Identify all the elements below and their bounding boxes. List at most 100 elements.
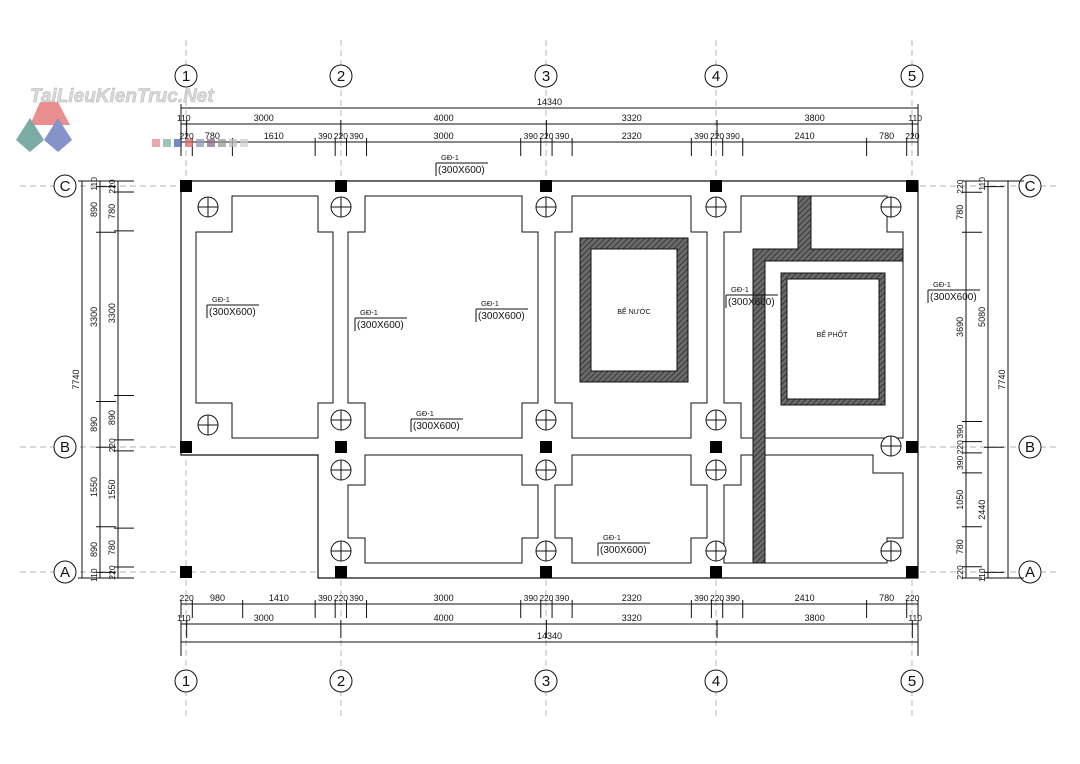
dimension-value: 390	[524, 131, 538, 141]
dimension-value: 3000	[434, 131, 454, 141]
dimension-value: 1550	[89, 477, 99, 497]
dimension-value: 780	[955, 539, 965, 554]
dimension-value: 220	[539, 131, 553, 141]
dimension-value: 890	[89, 417, 99, 432]
dimension-value: 980	[210, 593, 225, 603]
grid-bubble-label: 1	[182, 673, 190, 690]
beam-size: (300X600)	[600, 545, 647, 556]
beam-size: (300X600)	[728, 297, 775, 308]
dimension-value: 3800	[805, 113, 825, 123]
grid-bubble-label: B	[60, 439, 70, 456]
dimension-value: 3000	[434, 593, 454, 603]
dimension-value: 110	[89, 568, 99, 582]
column-square	[906, 441, 918, 453]
grid-bubble-label: 5	[908, 68, 916, 85]
dimension-value: 4000	[434, 113, 454, 123]
dimension-value: 390	[694, 131, 708, 141]
dimension-value: 5080	[977, 307, 987, 327]
dimension-value: 390	[318, 131, 332, 141]
dimension-value: 780	[879, 593, 894, 603]
dimension-value: 220	[180, 593, 194, 603]
column-square	[906, 180, 918, 192]
grid-bubble-label: A	[60, 564, 70, 581]
column-square	[540, 441, 552, 453]
dimension-value: 2320	[622, 131, 642, 141]
column-square	[180, 566, 192, 578]
dimension-value: 3300	[89, 307, 99, 327]
column-square	[180, 180, 192, 192]
beam-size: (300X600)	[438, 165, 485, 176]
dimension-value: 3690	[955, 317, 965, 337]
grid-bubble-circle	[174, 64, 198, 88]
pile-symbol	[535, 540, 557, 562]
dimension-value: 390	[349, 593, 363, 603]
grid-bubble-label: 4	[712, 68, 720, 85]
dimension-value: 3320	[622, 113, 642, 123]
dimension-value: 110	[977, 177, 987, 191]
slab-panel-c-b-1-2	[195, 195, 334, 439]
dimension-value: 780	[879, 131, 894, 141]
grid-bubble-label: 3	[542, 673, 550, 690]
dimension-value: 780	[205, 131, 220, 141]
watermark-swatch	[152, 139, 160, 147]
dimension-value: 780	[955, 205, 965, 220]
grid-bubble-label: A	[1025, 564, 1035, 581]
watermark-swatch	[207, 139, 215, 147]
pile-symbol	[330, 540, 352, 562]
grid-bubble-circle	[534, 64, 558, 88]
grid-bubble-circle	[704, 669, 728, 693]
watermark-triangle	[44, 118, 72, 152]
watermark-swatch	[240, 139, 248, 147]
dimension-value: 390	[955, 455, 965, 469]
pile-symbol	[880, 540, 902, 562]
dimension-value: 3300	[107, 303, 117, 323]
dimension-value: 390	[349, 131, 363, 141]
grid-bubble-label: B	[1025, 439, 1035, 456]
dimension-value: 220	[107, 179, 117, 193]
beam-name: GĐ-1	[603, 533, 621, 542]
column-square	[906, 566, 918, 578]
dimension-value: 3800	[805, 613, 825, 623]
dimension-value: 390	[555, 131, 569, 141]
grid-bubble-right-A: A	[1018, 560, 1042, 584]
beam-size: (300X600)	[930, 292, 977, 303]
slab-panel-c-b-2-3	[347, 195, 539, 439]
dimension-value: 780	[107, 540, 117, 555]
beam-name: GĐ-1	[212, 295, 230, 304]
pile-symbol	[330, 196, 352, 218]
dimension-value: 220	[334, 131, 348, 141]
dimension-value: 1550	[107, 479, 117, 499]
beam-size: (300X600)	[209, 307, 256, 318]
grid-bubble-label: C	[1025, 178, 1036, 195]
grid-bubble-bottom-5: 5	[900, 669, 924, 693]
beam-label-gd1: GĐ-1(300X600)	[438, 153, 485, 176]
beam-size: (300X600)	[413, 421, 460, 432]
dimension-value: 3000	[254, 113, 274, 123]
dimension-value: 1050	[955, 490, 965, 510]
watermark-swatch	[218, 139, 226, 147]
column-square	[710, 566, 722, 578]
dimension-value: 2320	[622, 593, 642, 603]
watermark-triangle	[16, 118, 44, 152]
grid-bubble-circle	[1018, 174, 1042, 198]
dimension-value: 390	[726, 593, 740, 603]
septic-tank-interior	[786, 278, 880, 400]
dimension-value: 390	[524, 593, 538, 603]
dimension-value: 890	[89, 202, 99, 217]
grid-bubble-circle	[53, 174, 77, 198]
grid-bubble-bottom-4: 4	[704, 669, 728, 693]
grid-bubble-bottom-3: 3	[534, 669, 558, 693]
grid-bubble-top-3: 3	[534, 64, 558, 88]
dimension-value: 390	[955, 424, 965, 438]
pile-symbol	[535, 196, 557, 218]
column-square	[540, 180, 552, 192]
dimension-value: 4000	[434, 613, 454, 623]
grid-bubble-left-A: A	[53, 560, 77, 584]
pile-symbol	[535, 409, 557, 431]
grid-bubble-circle	[704, 64, 728, 88]
pile-symbol	[705, 459, 727, 481]
dimension-value: 3000	[254, 613, 274, 623]
dimension-value: 220	[955, 179, 965, 193]
dimension-value: 390	[726, 131, 740, 141]
